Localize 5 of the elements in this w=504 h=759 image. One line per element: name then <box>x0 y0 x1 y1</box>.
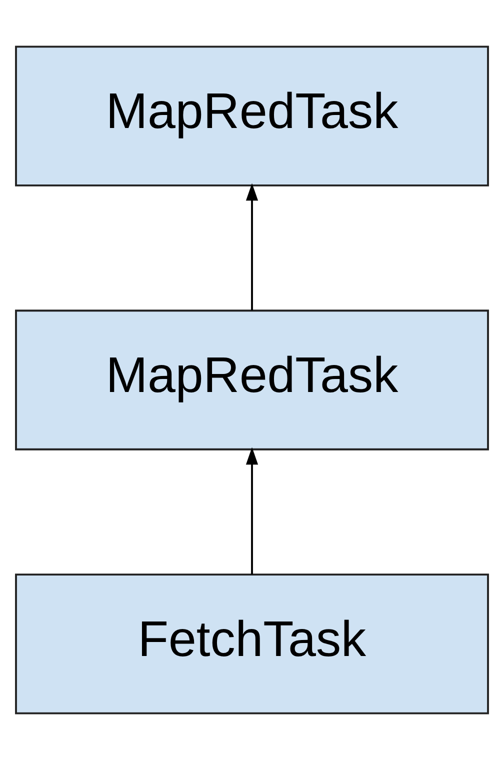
arrow <box>246 182 258 310</box>
node-box: FetchTask <box>15 573 489 714</box>
arrow <box>246 446 258 574</box>
node-box: MapRedTask <box>15 309 489 450</box>
node-box: MapRedTask <box>15 45 489 186</box>
